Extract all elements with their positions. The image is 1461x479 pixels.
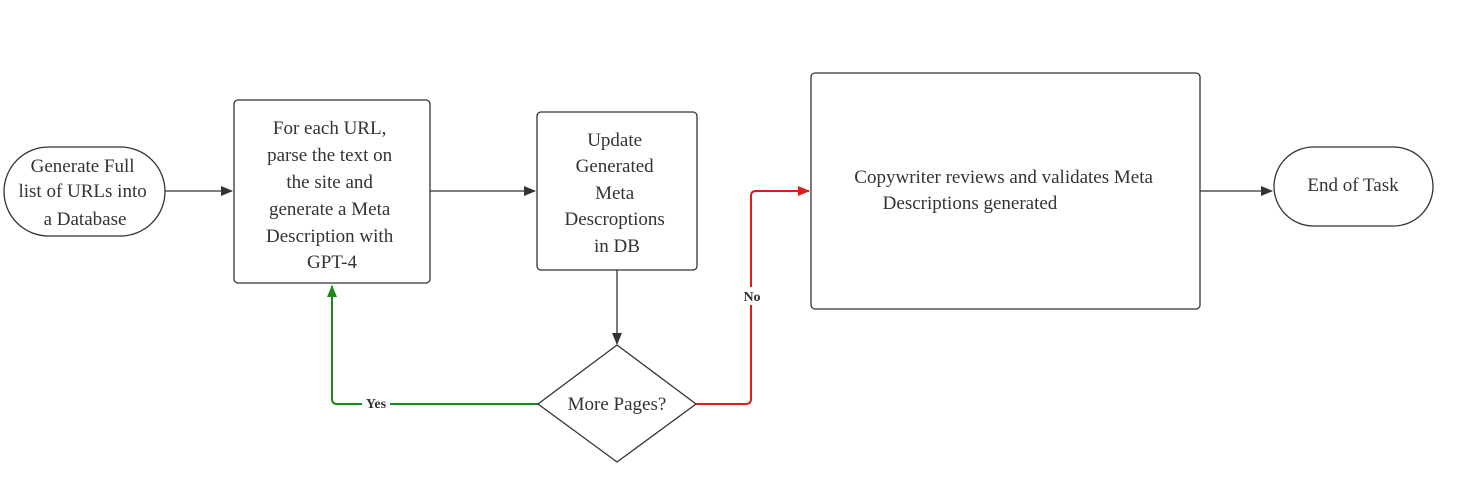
process-gpt-line: GPT-4 — [307, 252, 357, 273]
svg-text:Update Generated M: Update Generated Meta Descroptions in DB — [564, 130, 669, 257]
no-label: No — [743, 290, 760, 305]
start-node-line: a Database — [44, 209, 127, 230]
svg-text:Generate Full list of UR: Generate Full list of URLs into a Databa… — [18, 156, 151, 230]
process-gpt-line: parse the text on — [267, 145, 393, 166]
svg-text:End of Task: End of Task — [1307, 175, 1399, 196]
review-node: Copywriter reviews and validates Meta De… — [810, 72, 1201, 310]
update-db-line: Descroptions — [564, 209, 664, 230]
svg-text:More Pages?: More Pages? — [568, 394, 667, 415]
process-gpt-line: Description with — [266, 226, 394, 247]
yes-label: Yes — [366, 397, 387, 412]
update-db-line: in DB — [594, 236, 640, 257]
start-node-line: Generate Full — [31, 156, 135, 177]
start-node-line: list of URLs into — [18, 181, 146, 202]
process-gpt-line: the site and — [286, 172, 373, 193]
start-node: Generate Full list of URLs into a Databa… — [3, 146, 166, 237]
end-label: End of Task — [1307, 175, 1399, 196]
review-line: Copywriter reviews and validates Meta — [854, 167, 1153, 188]
process-gpt-node: For each URL, parse the text on the site… — [233, 99, 431, 284]
review-line: Descriptions generated — [883, 193, 1058, 214]
end-node: End of Task — [1273, 146, 1434, 227]
edge-decision-yes — [327, 285, 538, 405]
decision-node: More Pages? — [536, 344, 698, 463]
update-db-line: Generated — [576, 156, 655, 177]
update-db-line: Update — [587, 130, 642, 151]
svg-text:Copywriter reviews and validat: Copywriter reviews and validates Meta De… — [854, 167, 1157, 214]
svg-text:For each URL, parse the: For each URL, parse the text on the site… — [266, 118, 398, 273]
update-db-line: Meta — [595, 183, 635, 204]
process-gpt-line: generate a Meta — [269, 199, 391, 220]
process-gpt-line: For each URL, — [273, 118, 386, 139]
decision-label: More Pages? — [568, 394, 667, 415]
update-db-node: Update Generated Meta Descroptions in DB — [536, 111, 698, 271]
